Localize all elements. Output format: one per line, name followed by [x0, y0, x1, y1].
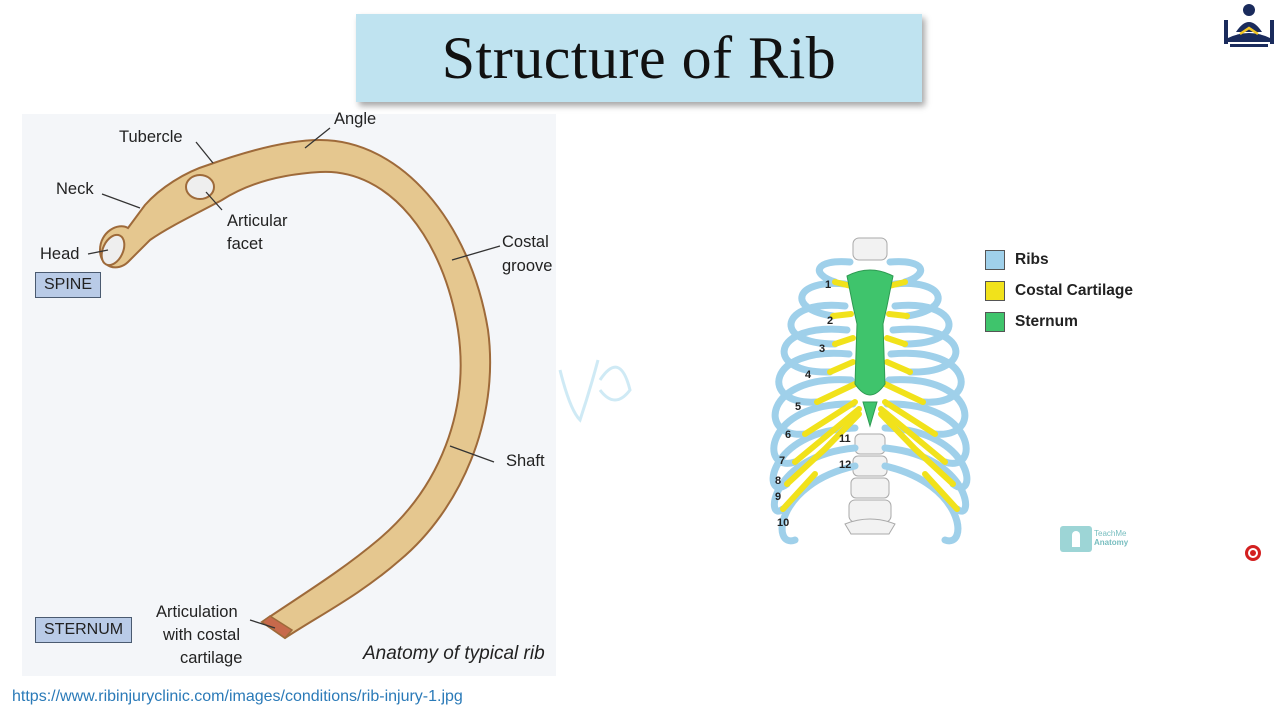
rib-number: 2 [827, 315, 833, 327]
legend-swatch [985, 311, 1005, 332]
costal-cartilage [780, 279, 960, 512]
rib-bone [98, 138, 492, 640]
slide-title: Structure of Rib [441, 24, 837, 91]
rib-number: 6 [785, 429, 791, 441]
label-costal-groove-1: Costal [502, 233, 549, 251]
rib-number: 9 [775, 491, 781, 503]
label-shaft: Shaft [506, 452, 545, 470]
label-angle: Angle [334, 110, 377, 128]
legend-label: Sternum [1015, 312, 1078, 330]
meditation-logo-icon [1222, 2, 1276, 48]
pointer-cursor-icon [1245, 545, 1261, 561]
xiphoid-process [862, 401, 878, 428]
ribcage-illustration: 1 2 3 4 5 6 7 8 9 10 11 12 [769, 237, 971, 545]
teachme-anatomy-watermark: TeachMe Anatomy [1060, 526, 1128, 552]
label-articulation-3: cartilage [180, 649, 243, 667]
label-articular-facet-1: Articular [227, 212, 288, 230]
handwriting-mark [558, 359, 632, 423]
watermark-line2: Anatomy [1094, 538, 1129, 547]
rib-number: 8 [775, 475, 781, 487]
label-costal-groove-2: groove [502, 257, 553, 275]
legend-item-ribs: Ribs [985, 244, 1133, 275]
rib-number: 1 [825, 279, 831, 291]
rib-number: 10 [777, 517, 789, 529]
rib-caption: Anatomy of typical rib [363, 643, 545, 664]
rib-number: 11 [839, 433, 851, 445]
title-banner: Structure of Rib [356, 14, 922, 102]
rib-number: 12 [839, 459, 851, 471]
rib-number: 4 [805, 369, 812, 381]
legend-label: Costal Cartilage [1015, 281, 1134, 299]
label-articulation-2: with costal [163, 626, 241, 644]
legend-label: Ribs [1015, 250, 1049, 268]
rib-head-facet [100, 233, 126, 267]
legend-swatch [985, 280, 1005, 301]
teachme-logo-icon [1060, 526, 1092, 552]
rib-number: 3 [819, 343, 825, 355]
label-head: Head [40, 245, 80, 263]
vertebral-column [844, 237, 896, 535]
label-tubercle: Tubercle [119, 128, 183, 146]
legend-swatch [985, 249, 1005, 270]
sternum [846, 269, 894, 396]
ribcage-legend: Ribs Costal Cartilage Sternum [985, 244, 1133, 337]
sternum-box-label: STERNUM [35, 617, 133, 643]
spine-box-label: SPINE [35, 272, 102, 298]
source-url-link[interactable]: https://www.ribinjuryclinic.com/images/c… [12, 688, 463, 705]
legend-item-costal-cartilage: Costal Cartilage [985, 275, 1133, 306]
rib-number: 5 [795, 401, 801, 413]
label-articulation-1: Articulation [156, 603, 238, 621]
label-pointer-lines [87, 127, 501, 629]
ribs [769, 258, 971, 545]
legend-item-sternum: Sternum [985, 306, 1133, 337]
rib-number: 7 [779, 455, 785, 467]
watermark-line1: TeachMe [1094, 529, 1127, 539]
label-articular-facet-2: facet [227, 235, 263, 253]
rib-number-labels: 1 2 3 4 5 6 7 8 9 10 11 12 [775, 279, 851, 529]
rib-sternal-end [260, 615, 294, 639]
label-neck: Neck [56, 180, 94, 198]
